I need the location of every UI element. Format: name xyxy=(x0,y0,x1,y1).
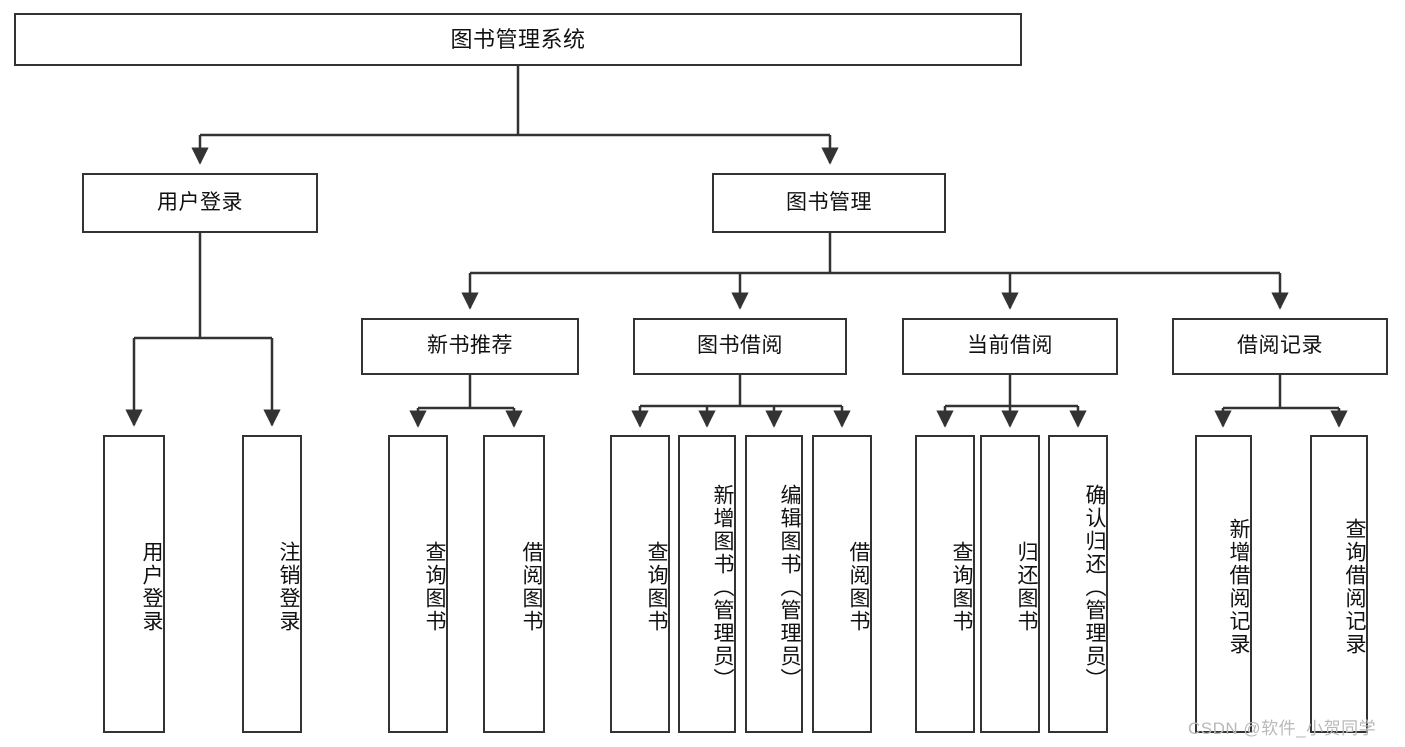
node-leaf-borrow-book-1[interactable]: 借阅图书 xyxy=(483,435,545,733)
node-borrow-records-label: 借阅记录 xyxy=(1237,334,1323,358)
node-leaf-add-record-label: 新增借阅记录 xyxy=(1227,518,1250,656)
node-borrow-records[interactable]: 借阅记录 xyxy=(1172,318,1388,375)
node-root[interactable]: 图书管理系统 xyxy=(14,13,1022,66)
node-book-borrow[interactable]: 图书借阅 xyxy=(633,318,847,375)
node-leaf-borrow-book-1-label: 借阅图书 xyxy=(520,541,543,633)
node-leaf-add-record[interactable]: 新增借阅记录 xyxy=(1195,435,1252,733)
node-leaf-query-record[interactable]: 查询借阅记录 xyxy=(1310,435,1368,733)
node-leaf-query-record-label: 查询借阅记录 xyxy=(1343,518,1366,656)
node-leaf-add-book-label: 新增图书（管理员） xyxy=(711,483,734,691)
node-leaf-edit-book-label: 编辑图书（管理员） xyxy=(778,483,801,691)
node-current-borrow[interactable]: 当前借阅 xyxy=(902,318,1118,375)
node-book-borrow-label: 图书借阅 xyxy=(697,334,783,358)
node-new-book-recommend-label: 新书推荐 xyxy=(427,334,513,358)
node-leaf-user-login-label: 用户登录 xyxy=(140,541,163,633)
node-leaf-return-book[interactable]: 归还图书 xyxy=(980,435,1040,733)
node-leaf-user-logout-label: 注销登录 xyxy=(277,541,300,633)
node-user-login-label: 用户登录 xyxy=(157,190,243,214)
node-user-login[interactable]: 用户登录 xyxy=(82,173,318,233)
csdn-watermark: CSDN @软件_小贺同学 xyxy=(1188,719,1377,738)
node-root-label: 图书管理系统 xyxy=(450,26,586,52)
node-leaf-query-book-3-label: 查询图书 xyxy=(950,541,973,633)
node-leaf-return-book-label: 归还图书 xyxy=(1015,541,1038,633)
node-new-book-recommend[interactable]: 新书推荐 xyxy=(361,318,579,375)
node-leaf-query-book-3[interactable]: 查询图书 xyxy=(915,435,975,733)
node-leaf-confirm-return[interactable]: 确认归还（管理员） xyxy=(1048,435,1108,733)
node-leaf-user-logout[interactable]: 注销登录 xyxy=(242,435,302,733)
node-leaf-query-book-2[interactable]: 查询图书 xyxy=(610,435,670,733)
node-leaf-query-book-2-label: 查询图书 xyxy=(645,541,668,633)
node-leaf-confirm-return-label: 确认归还（管理员） xyxy=(1083,483,1106,691)
node-book-manage[interactable]: 图书管理 xyxy=(712,173,946,233)
node-leaf-add-book[interactable]: 新增图书（管理员） xyxy=(678,435,736,733)
node-leaf-query-book-1-label: 查询图书 xyxy=(423,541,446,633)
node-leaf-user-login[interactable]: 用户登录 xyxy=(103,435,165,733)
node-leaf-borrow-book-2[interactable]: 借阅图书 xyxy=(812,435,872,733)
node-current-borrow-label: 当前借阅 xyxy=(967,334,1053,358)
node-leaf-borrow-book-2-label: 借阅图书 xyxy=(847,541,870,633)
node-leaf-query-book-1[interactable]: 查询图书 xyxy=(388,435,448,733)
node-leaf-edit-book[interactable]: 编辑图书（管理员） xyxy=(745,435,803,733)
node-book-manage-label: 图书管理 xyxy=(786,190,872,214)
